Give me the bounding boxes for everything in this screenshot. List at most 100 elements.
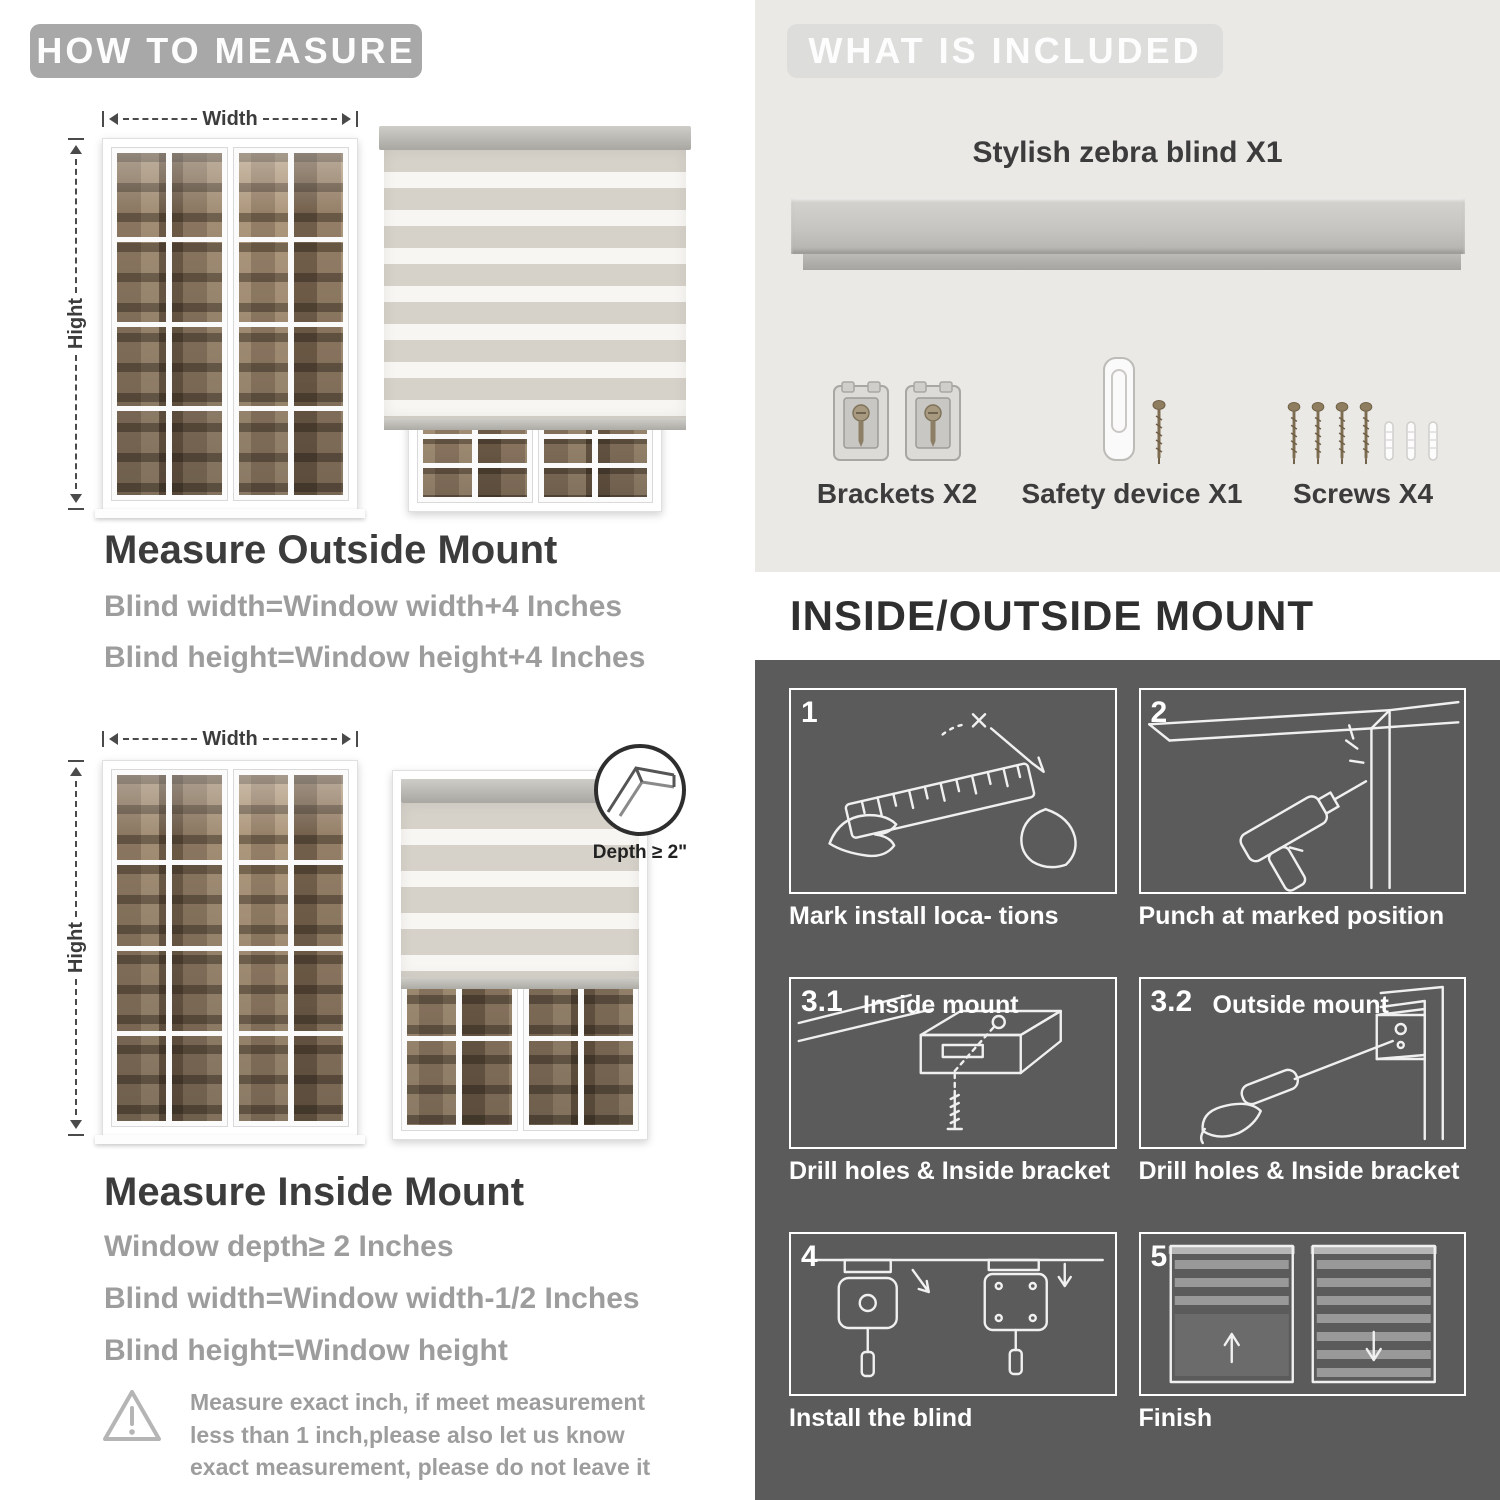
step-4: 4 (789, 1232, 1117, 1433)
height-measurement-arrow: Hight (64, 138, 88, 510)
blind-bottom-rail (384, 418, 686, 430)
inside-mount-rule-2: Blind width=Window width-1/2 Inches (104, 1282, 640, 1315)
outside-mount-rule-2: Blind height=Window height+4 Inches (104, 641, 646, 674)
step-number: 3.1 (801, 985, 843, 1018)
step-5-caption: Finish (1138, 1404, 1213, 1432)
blind-headrail (379, 126, 691, 150)
mount-guide-title: INSIDE/OUTSIDE MOUNT (790, 592, 1315, 639)
step-1-panel: 1 (789, 688, 1117, 894)
screw-icon (1335, 402, 1349, 465)
step-3-1-caption: Drill holes & Inside bracket (789, 1157, 1110, 1185)
step-1: 1 (789, 688, 1117, 931)
blind-bottom-rail (401, 977, 639, 989)
screw-icon (1311, 402, 1325, 465)
safety-device-icon (1098, 326, 1166, 478)
screw-icon (1359, 402, 1373, 465)
anchor-icon (1428, 421, 1438, 461)
step-5-panel: 5 (1138, 1232, 1466, 1396)
included-item-brackets: Brackets X2 (781, 326, 1013, 510)
step-3-1-illustration (797, 993, 1062, 1131)
step-number: 2 (1150, 696, 1168, 729)
mount-guide-header-band: INSIDE/OUTSIDE MOUNT (755, 572, 1500, 660)
step-inline-label: Inside mount (863, 991, 1019, 1019)
warning-note: Measure exact inch, if meet measurement … (190, 1389, 651, 1481)
height-measurement-arrow: Hight (64, 760, 88, 1136)
window-illustration (95, 138, 365, 518)
step-3-2: 3.2 Outside mount (1138, 977, 1466, 1186)
blind-stripes (401, 803, 639, 977)
outside-mount-diagram: Width Hight (62, 100, 702, 520)
screws-label: Screws X4 (1292, 478, 1434, 509)
arrow-down-icon (70, 494, 82, 503)
outside-mount-rule-1: Blind width=Window width+4 Inches (104, 590, 623, 623)
inside-mount-rule-1: Window depth≥ 2 Inches (104, 1230, 454, 1263)
step-number: 1 (801, 696, 818, 729)
arrow-up-icon (70, 145, 82, 154)
included-item-safety-device: Safety device X1 (1013, 326, 1251, 510)
warning-triangle-icon (103, 1390, 161, 1441)
depth-zoom-circle-icon (594, 744, 686, 836)
inside-mount-title: Measure Inside Mount (104, 1170, 525, 1214)
step-2-illustration (1147, 700, 1460, 892)
blind-stripes (384, 150, 686, 418)
arrow-down-icon (70, 1120, 82, 1129)
step-2-caption: Punch at marked position (1138, 902, 1445, 930)
anchor-icon (1384, 421, 1394, 461)
step-5-illustration (1168, 1244, 1437, 1384)
included-item-screws: Screws X4 (1251, 326, 1475, 510)
step-3-1: 3.1 Inside mount (789, 977, 1117, 1186)
arrow-left-icon (109, 733, 118, 745)
window-illustration (95, 760, 365, 1144)
brackets-label: Brackets X2 (816, 478, 978, 509)
step-1-illustration (828, 713, 1077, 869)
step-5: 5 (1138, 1232, 1466, 1433)
step-2: 2 (1138, 688, 1466, 931)
width-measurement-arrow: Width (102, 727, 359, 750)
arrow-up-icon (70, 767, 82, 776)
zebra-blind-headrail-illustration (791, 198, 1465, 270)
step-3-2-caption: Drill holes & Inside bracket (1138, 1157, 1460, 1185)
step-3-2-illustration (1199, 985, 1444, 1145)
screw-icon (1287, 402, 1301, 465)
what-is-included-header: WHAT IS INCLUDED (787, 24, 1223, 78)
step-4-panel: 4 (789, 1232, 1117, 1396)
step-3-1-panel: 3.1 Inside mount (789, 977, 1117, 1149)
step-2-panel: 2 (1138, 688, 1466, 894)
depth-callout: Depth ≥ 2" (560, 744, 720, 864)
how-to-measure-section: HOW TO MEASURE Width Hight (0, 0, 740, 1500)
bracket-icon (830, 326, 964, 478)
height-label: Hight (64, 922, 87, 974)
mount-guide-section: 1 (755, 660, 1500, 1500)
arrow-right-icon (342, 113, 352, 125)
anchor-icon (1406, 421, 1416, 461)
screw-icon (1152, 400, 1166, 464)
outside-mount-title: Measure Outside Mount (104, 528, 558, 572)
step-inline-label: Outside mount (1212, 991, 1389, 1019)
width-label: Width (202, 107, 258, 130)
zebra-blind (379, 126, 691, 430)
width-label: Width (202, 727, 258, 750)
inside-mount-rule-3: Blind height=Window height (104, 1334, 508, 1367)
safety-device-label: Safety device X1 (1021, 478, 1243, 509)
included-items: Brackets X2 Safety device X1 (781, 326, 1475, 510)
measurement-warning: Measure exact inch, if meet measurement … (100, 1386, 684, 1484)
step-1-caption: Mark install loca- tions (789, 902, 1059, 930)
how-to-measure-header: HOW TO MEASURE (30, 24, 422, 78)
product-label: Stylish zebra blind X1 (972, 136, 1283, 169)
mount-steps-grid: 1 (755, 660, 1500, 1433)
zebra-blind-inside-mount-illustration (392, 770, 648, 1140)
zebra-blind-outside-mount-illustration (379, 126, 691, 516)
arrow-left-icon (109, 113, 118, 125)
what-is-included-section: WHAT IS INCLUDED Stylish zebra blind X1 (755, 0, 1500, 572)
step-number: 3.2 (1150, 985, 1193, 1018)
width-measurement-arrow: Width (102, 107, 359, 130)
arrow-right-icon (342, 733, 352, 745)
screws-icon (1287, 326, 1439, 478)
step-4-illustration (805, 1258, 1104, 1378)
step-4-caption: Install the blind (789, 1404, 973, 1432)
window-corner-depth-art (606, 766, 676, 817)
depth-callout-label: Depth ≥ 2" (592, 842, 688, 863)
height-label: Hight (64, 298, 87, 350)
step-3-2-panel: 3.2 Outside mount (1138, 977, 1466, 1149)
